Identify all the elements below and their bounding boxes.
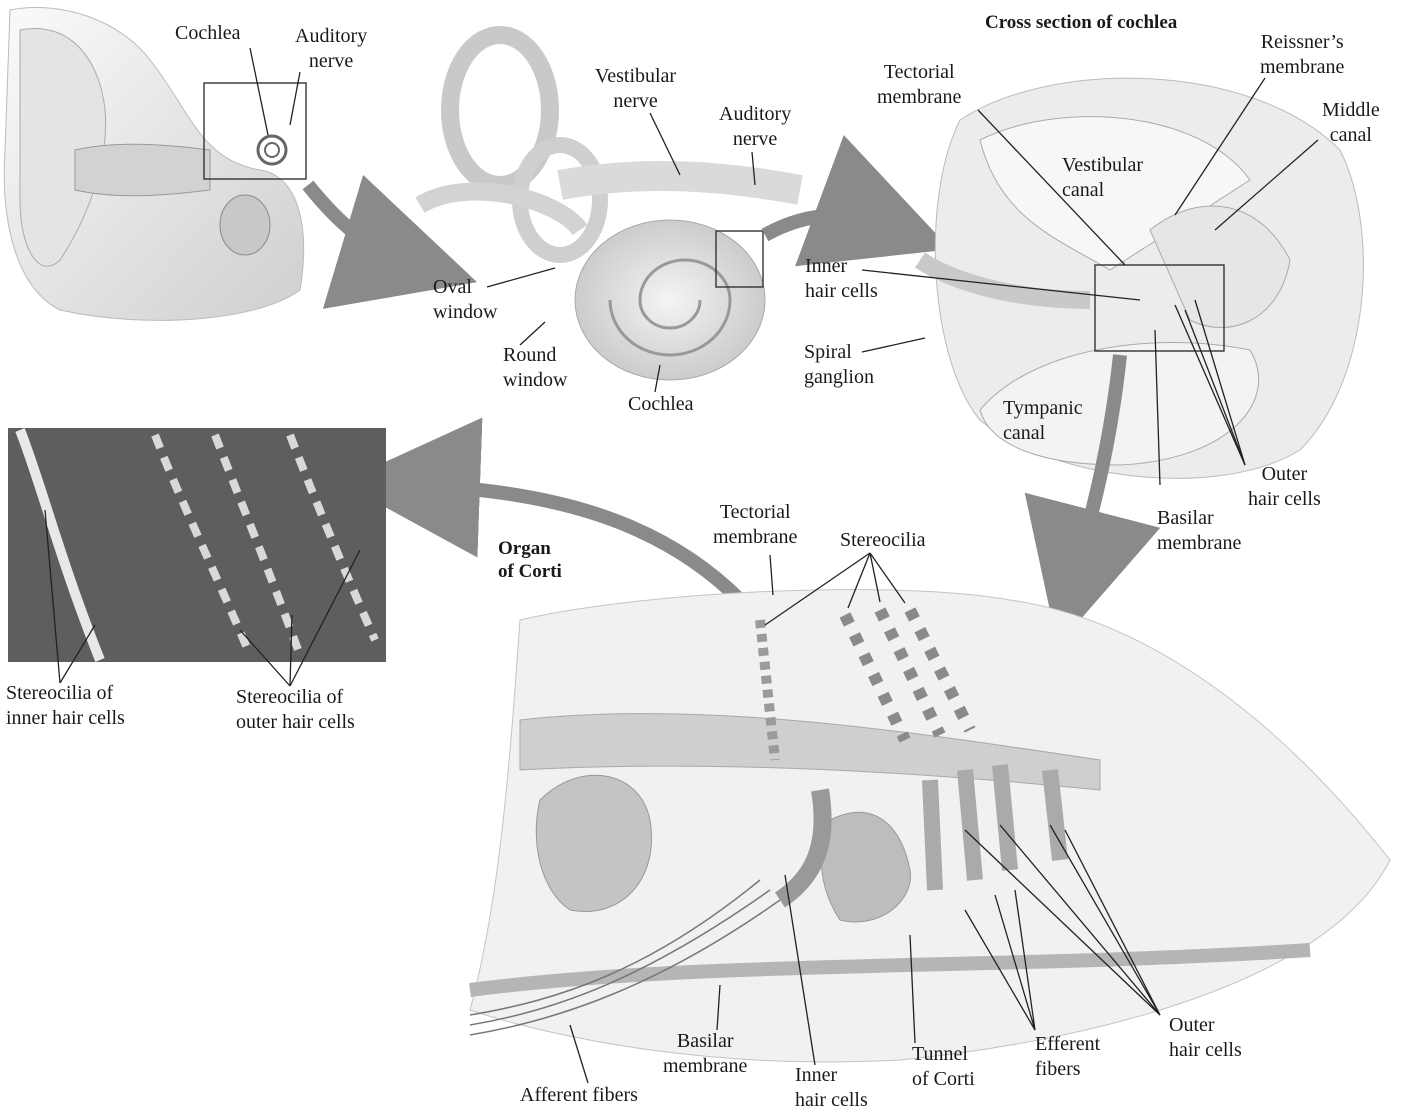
nerve-bundle	[560, 176, 800, 190]
label-spiral-ganglion: Spiral ganglion	[804, 340, 874, 390]
label-round-window: Round window	[503, 343, 567, 393]
label-stereocilia-outer: Stereocilia of outer hair cells	[236, 685, 355, 735]
leader-cochlea-1	[250, 48, 268, 135]
cochlea-spiral-inner	[265, 143, 279, 157]
organ-of-corti-panel	[470, 553, 1390, 1083]
label-tympanic-canal: Tympanic canal	[1003, 396, 1083, 446]
outer-ear-panel	[4, 7, 306, 320]
label-cochlea-inner: Cochlea	[628, 392, 694, 417]
outer-hair-cell-1	[930, 780, 935, 890]
arrow-corti-to-micrograph	[410, 485, 740, 600]
arrow-inner-to-cross	[765, 216, 885, 235]
micrograph-panel	[8, 428, 386, 686]
label-auditory-nerve-ear: Auditory nerve	[295, 24, 367, 74]
label-outer-hair-cells-cross: Outer hair cells	[1248, 462, 1321, 512]
label-inner-hair-cells-cross: Inner hair cells	[805, 254, 878, 304]
outer-hair-cell-3	[1000, 765, 1010, 870]
semicircular-canal-3	[420, 191, 580, 230]
label-vestibular-nerve: Vestibular nerve	[595, 64, 676, 114]
cochlea-spiral-small	[258, 136, 286, 164]
ear-canal	[75, 144, 210, 196]
label-vestibular-canal: Vestibular canal	[1062, 153, 1143, 203]
label-basilar-membrane-cross: Basilar membrane	[1157, 506, 1241, 556]
label-reissners-membrane: Reissner’s membrane	[1260, 30, 1344, 80]
label-tunnel-of-corti: Tunnel of Corti	[912, 1042, 975, 1092]
label-inner-hair-cells-corti: Inner hair cells	[795, 1063, 868, 1109]
leader-auditory-nerve-1	[290, 72, 300, 125]
outer-hair-cell-2	[965, 770, 975, 880]
label-middle-canal: Middle canal	[1322, 98, 1380, 148]
label-outer-hair-cells-corti: Outer hair cells	[1169, 1013, 1242, 1063]
label-tectorial-membrane-corti: Tectorial membrane	[713, 500, 797, 550]
outer-hair-cell-4	[1050, 770, 1060, 860]
leader-tectorial-2	[770, 555, 773, 595]
label-auditory-nerve-inner: Auditory nerve	[719, 102, 791, 152]
organ-of-corti-title: Organ of Corti	[498, 537, 562, 583]
label-afferent-fibers: Afferent fibers	[520, 1083, 638, 1108]
leader-round-window	[520, 322, 545, 345]
eustachian-region	[220, 195, 270, 255]
arrow-ear-to-inner	[308, 185, 410, 262]
label-tectorial-membrane-cross: Tectorial membrane	[877, 60, 961, 110]
label-oval-window: Oval window	[433, 275, 497, 325]
micrograph-photo	[8, 428, 386, 662]
label-cochlea-ear: Cochlea	[175, 21, 241, 46]
cross-section-title: Cross section of cochlea	[985, 10, 1177, 35]
label-stereocilia-inner: Stereocilia of inner hair cells	[6, 681, 125, 731]
label-stereocilia: Stereocilia	[840, 528, 926, 553]
label-basilar-membrane-corti: Basilar membrane	[663, 1029, 747, 1079]
label-efferent-fibers: Efferent fibers	[1035, 1032, 1100, 1082]
